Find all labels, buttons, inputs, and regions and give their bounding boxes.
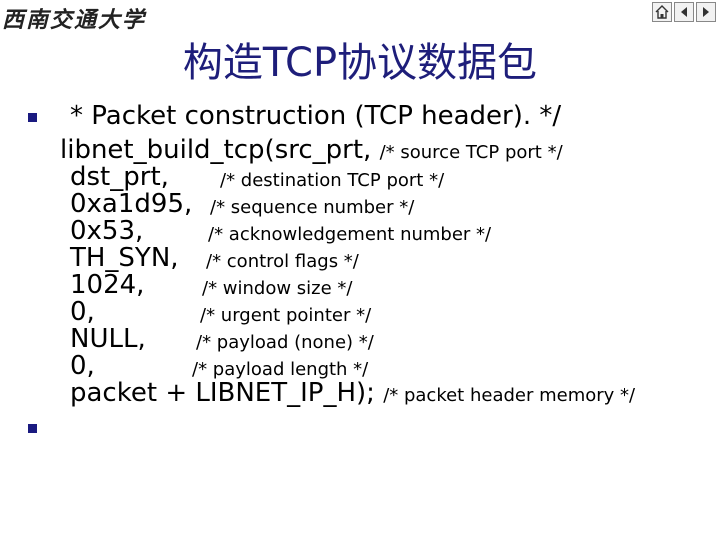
bullet-marker	[28, 113, 37, 122]
bullet-marker	[28, 424, 37, 433]
arg-text: packet + LIBNET_IP_H);	[70, 378, 375, 408]
arg-comment: /* window size */	[202, 278, 353, 299]
next-slide-button[interactable]	[696, 2, 716, 22]
arg-text: dst_prt,	[70, 162, 169, 192]
code-arg-line: 0, /* urgent pointer */	[70, 297, 371, 327]
code-arg-line: 0, /* payload length */	[70, 351, 368, 381]
slide-title: 构造TCP协议数据包	[182, 40, 538, 86]
arg-comment: /* urgent pointer */	[200, 305, 372, 326]
call-text: libnet_build_tcp(src_prt,	[60, 135, 372, 165]
code-call-line: libnet_build_tcp(src_prt, /* source TCP …	[60, 137, 563, 166]
code-arg-line: 0xa1d95, /* sequence number */	[70, 189, 414, 219]
arg-text: 0,	[70, 297, 95, 327]
code-arg-line: dst_prt, /* destination TCP port */	[70, 162, 444, 192]
code-arg-line: TH_SYN, /* control flags */	[70, 243, 359, 273]
code-arg-line: packet + LIBNET_IP_H); /* packet header …	[70, 380, 635, 409]
code-header-line: * Packet construction (TCP header). */	[70, 101, 562, 131]
slide-nav	[652, 2, 716, 22]
arg-text: 1024,	[70, 270, 145, 300]
arg-comment: /* packet header memory */	[383, 385, 636, 406]
prev-slide-button[interactable]	[674, 2, 694, 22]
arg-comment: /* control flags */	[206, 251, 359, 272]
home-icon	[655, 5, 669, 19]
arg-text: NULL,	[70, 324, 146, 354]
left-arrow-icon	[681, 7, 687, 17]
home-button[interactable]	[652, 2, 672, 22]
arg-comment: /* payload (none) */	[196, 332, 374, 353]
arg-comment: /* destination TCP port */	[220, 170, 445, 191]
arg-text: 0xa1d95,	[70, 189, 193, 219]
university-logo: 西南交通大学	[2, 7, 147, 33]
code-arg-line: 1024, /* window size */	[70, 270, 353, 300]
call-comment: /* source TCP port */	[379, 142, 563, 163]
code-arg-line: NULL, /* payload (none) */	[70, 324, 374, 354]
code-arg-line: 0x53, /* acknowledgement number */	[70, 216, 491, 246]
right-arrow-icon	[703, 7, 709, 17]
arg-comment: /* payload length */	[192, 359, 369, 380]
arg-text: 0,	[70, 351, 95, 381]
arg-comment: /* acknowledgement number */	[208, 224, 492, 245]
arg-text: 0x53,	[70, 216, 144, 246]
arg-text: TH_SYN,	[70, 243, 179, 273]
arg-comment: /* sequence number */	[210, 197, 415, 218]
